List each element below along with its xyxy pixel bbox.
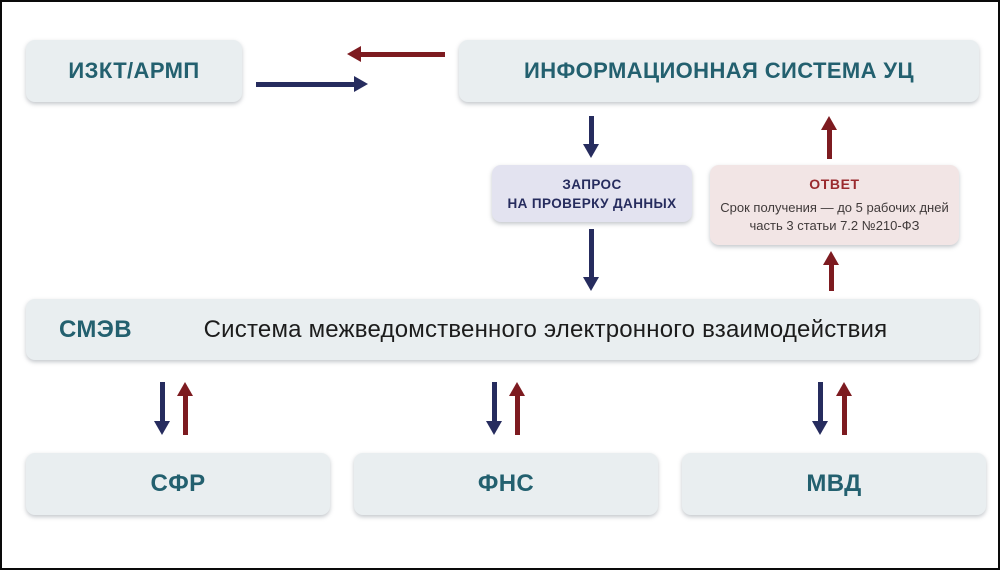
arrow-request-to-smev-icon bbox=[583, 229, 599, 291]
arrow-izkt-to-isuc-icon bbox=[256, 76, 368, 92]
smev-description: Система межведомственного электронного в… bbox=[203, 315, 888, 343]
response-line-2: часть 3 статьи 7.2 №210-ФЗ bbox=[749, 218, 920, 233]
request-line-1: ЗАПРОС bbox=[562, 176, 622, 192]
arrow-isuc-to-request-icon bbox=[583, 116, 599, 158]
node-izkt-armp: ИЗКТ/АРМП bbox=[26, 40, 242, 102]
arrow-fns-to-smev-icon bbox=[509, 382, 525, 435]
node-sfr-label: СФР bbox=[150, 470, 206, 497]
arrow-smev-to-response-icon bbox=[823, 251, 839, 291]
arrow-smev-to-mvd-icon bbox=[812, 382, 828, 435]
node-request-data-check: ЗАПРОС НА ПРОВЕРКУ ДАННЫХ bbox=[492, 165, 692, 222]
arrow-smev-to-fns-icon bbox=[486, 382, 502, 435]
arrow-sfr-to-smev-icon bbox=[177, 382, 193, 435]
smev-abbr-label: СМЭВ bbox=[59, 315, 133, 343]
node-fns-label: ФНС bbox=[477, 470, 535, 497]
node-smev-band: СМЭВ Система межведомственного электронн… bbox=[26, 299, 979, 360]
arrow-response-to-isuc-icon bbox=[821, 116, 837, 159]
arrow-smev-to-sfr-icon bbox=[154, 382, 170, 435]
node-mvd: МВД bbox=[682, 453, 986, 515]
node-information-system-uc-label: ИНФОРМАЦИОННАЯ СИСТЕМА УЦ bbox=[523, 58, 914, 83]
node-response: ОТВЕТ Срок получения — до 5 рабочих дней… bbox=[710, 165, 959, 245]
request-line-2: НА ПРОВЕРКУ ДАННЫХ bbox=[507, 195, 677, 211]
arrow-mvd-to-smev-icon bbox=[836, 382, 852, 435]
node-information-system-uc: ИНФОРМАЦИОННАЯ СИСТЕМА УЦ bbox=[459, 40, 979, 102]
arrow-isuc-to-izkt-icon bbox=[347, 46, 445, 62]
response-title: ОТВЕТ bbox=[809, 176, 860, 192]
node-mvd-label: МВД bbox=[806, 470, 862, 497]
node-fns: ФНС bbox=[354, 453, 658, 515]
node-sfr: СФР bbox=[26, 453, 330, 515]
node-izkt-armp-label: ИЗКТ/АРМП bbox=[68, 58, 200, 83]
response-line-1: Срок получения — до 5 рабочих дней bbox=[720, 200, 949, 215]
